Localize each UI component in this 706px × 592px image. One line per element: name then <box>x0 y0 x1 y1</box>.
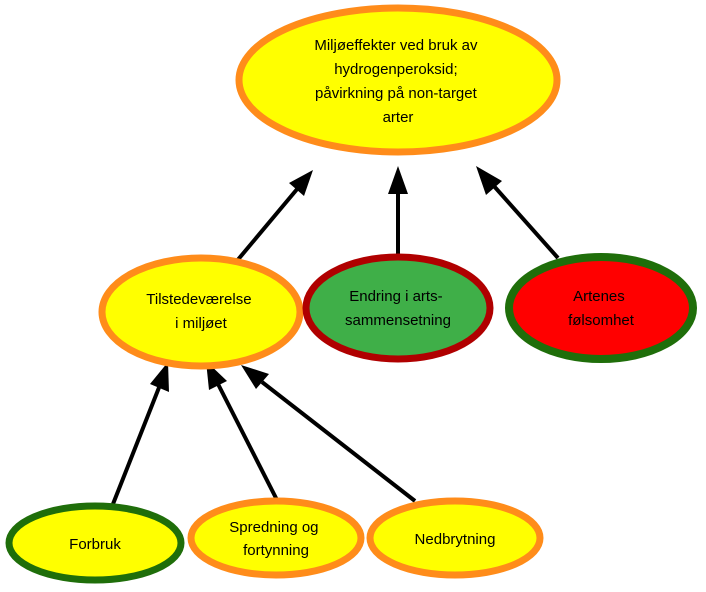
node-spread-shape <box>187 497 365 579</box>
arrow-sensitivity-to-top <box>476 166 560 260</box>
node-usage-line-1: Forbruk <box>69 536 121 553</box>
node-composition-label: Endring i arts- sammensetning <box>345 288 451 329</box>
node-spread-line-2: fortynning <box>243 542 309 559</box>
node-composition-shape <box>302 253 494 363</box>
node-composition-line-1: Endring i arts- <box>349 288 442 305</box>
node-presence-line-1: Tilstedeværelse <box>146 291 251 308</box>
node-spread-label: Spredning og fortynning <box>229 519 322 559</box>
arrow-presence-to-top <box>234 170 313 264</box>
node-top-line-3: påvirkning på non-target <box>315 85 478 102</box>
node-degradation-line-1: Nedbrytning <box>415 531 496 548</box>
node-usage-label: Forbruk <box>69 536 121 553</box>
node-composition: Endring i arts- sammensetning <box>302 253 494 363</box>
node-degradation-shape <box>366 497 544 579</box>
node-top-shape <box>235 4 561 156</box>
node-presence-line-2: i miljøet <box>175 315 227 332</box>
node-top-line-2: hydrogenperoksid; <box>334 61 457 78</box>
node-degradation: Nedbrytning <box>366 497 544 579</box>
node-presence-label: Tilstedeværelse i miljøet <box>146 291 256 332</box>
arrow-usage-to-presence <box>111 362 169 505</box>
node-usage-shape <box>5 502 185 584</box>
node-presence-shape <box>98 254 304 370</box>
edges <box>111 166 560 505</box>
arrow-composition-to-top <box>388 166 408 256</box>
node-sensitivity-label: Artenes følsomhet <box>568 288 635 329</box>
node-sensitivity-line-1: Artenes <box>573 288 625 305</box>
node-sensitivity: Artenes følsomhet <box>505 253 697 363</box>
node-top-label: Miljøeffekter ved bruk av hydrogenperoks… <box>314 37 481 126</box>
node-top: Miljøeffekter ved bruk av hydrogenperoks… <box>235 4 561 156</box>
arrow-degradation-to-presence <box>241 365 417 503</box>
node-presence: Tilstedeværelse i miljøet <box>98 254 304 370</box>
node-spread: Spredning og fortynning <box>187 497 365 579</box>
node-sensitivity-shape <box>505 253 697 363</box>
node-usage: Forbruk <box>5 502 185 584</box>
node-composition-line-2: sammensetning <box>345 312 451 329</box>
arrow-spread-to-presence <box>206 361 279 501</box>
node-top-line-1: Miljøeffekter ved bruk av <box>314 37 478 54</box>
node-top-line-4: arter <box>383 109 414 126</box>
node-spread-line-1: Spredning og <box>229 519 318 536</box>
node-sensitivity-line-2: følsomhet <box>568 312 635 329</box>
node-degradation-label: Nedbrytning <box>415 531 496 548</box>
